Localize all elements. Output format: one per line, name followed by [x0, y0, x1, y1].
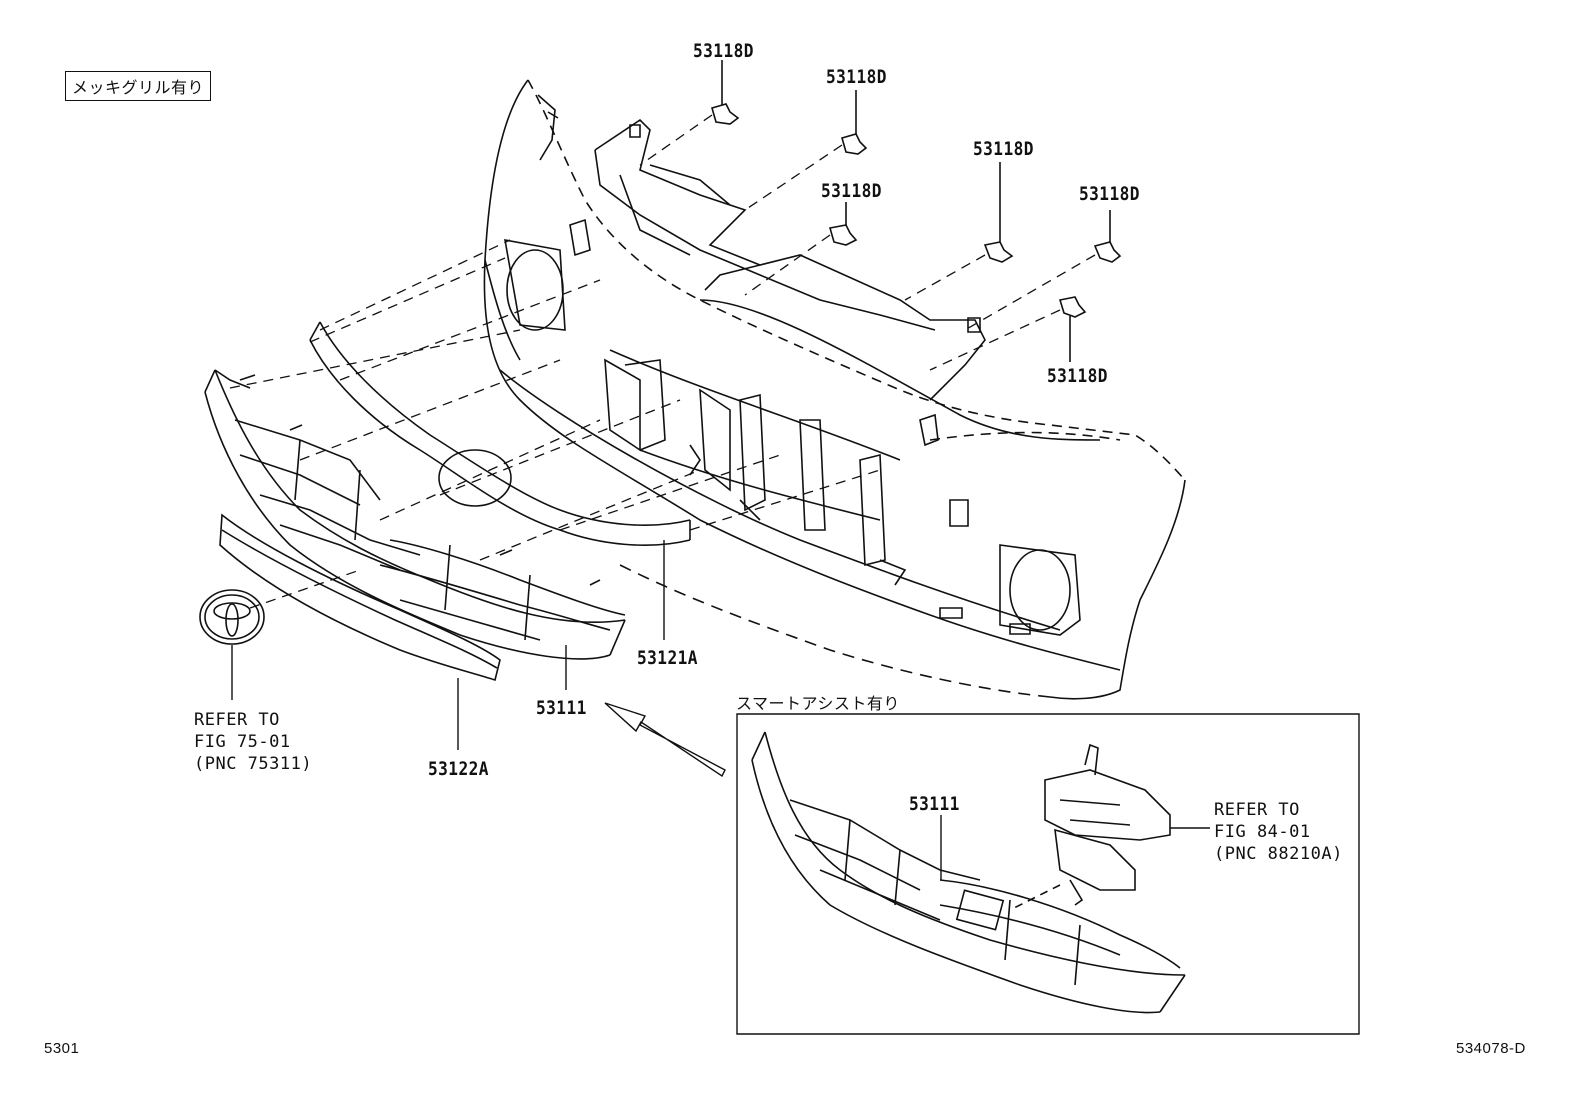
part-number-grille: 53111: [536, 697, 587, 719]
figure-code: 534078-D: [1456, 1040, 1526, 1057]
bumper-cover: [484, 80, 1185, 699]
radiator-grille: [205, 370, 625, 659]
lower-grille-molding: [220, 515, 500, 680]
leader-lines: [232, 540, 664, 750]
inset-smart-assist: [737, 714, 1359, 1034]
part-number-clip-6: 53118D: [1047, 365, 1108, 387]
radiator-grille-molding: [310, 322, 690, 545]
inset-pointer-arrow: [605, 703, 725, 776]
bumper-retainer: [595, 120, 985, 585]
option-label-smart-assist: スマートアシスト有り: [736, 694, 900, 713]
part-number-molding: 53121A: [637, 647, 698, 669]
part-number-clip-2: 53118D: [826, 66, 887, 88]
assembly-lines: [230, 115, 1095, 608]
clip-6-shape: [1060, 297, 1085, 362]
clips: [712, 60, 1120, 362]
part-number-clip-3: 53118D: [821, 180, 882, 202]
option-label-chrome-grille: メッキグリル有り: [65, 71, 212, 101]
part-number-clip-1: 53118D: [693, 40, 754, 62]
clip-2-shape: [842, 90, 866, 154]
toyota-emblem: [200, 590, 264, 644]
part-number-lower-molding: 53122A: [428, 758, 489, 780]
clip-1-shape: [712, 60, 738, 124]
part-number-clip-5: 53118D: [1079, 183, 1140, 205]
emblem-reference-note: REFER TO FIG 75-01 (PNC 75311): [194, 710, 313, 774]
clip-4-shape: [985, 162, 1012, 262]
page-code: 5301: [44, 1040, 80, 1057]
clip-3-shape: [830, 202, 856, 245]
part-number-grille-inset: 53111: [909, 793, 960, 815]
clip-5-shape: [1095, 210, 1120, 262]
sensor-reference-note: REFER TO FIG 84-01 (PNC 88210A): [1214, 800, 1343, 864]
part-number-clip-4: 53118D: [973, 138, 1034, 160]
